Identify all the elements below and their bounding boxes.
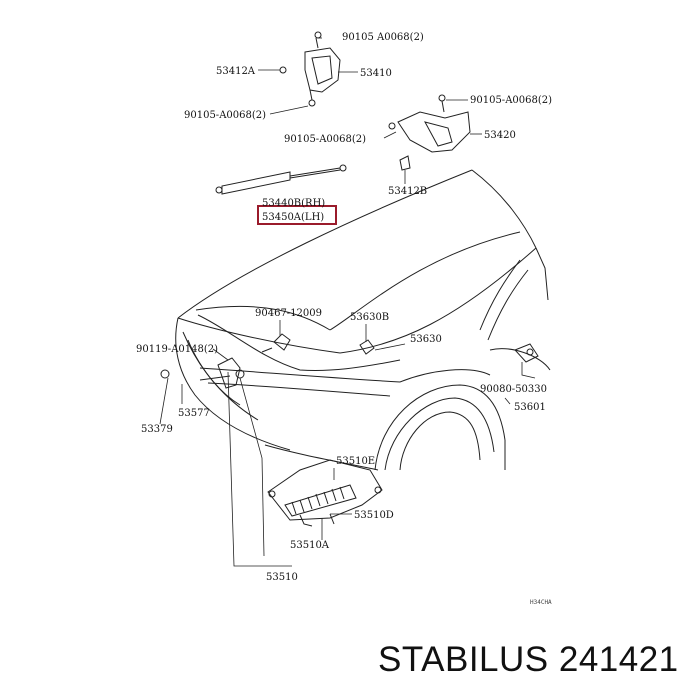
hood-release-cable-53510 — [227, 371, 292, 567]
label-53412b: 53412B — [388, 186, 427, 197]
leader-lines — [159, 37, 536, 540]
label-53410: 53410 — [360, 68, 392, 79]
label-90467-12009: 90467-12009 — [255, 308, 322, 319]
label-53420: 53420 — [484, 130, 516, 141]
hood-outline — [177, 169, 537, 372]
hood-small-parts — [160, 333, 539, 389]
brand-part-number: STABILUS 241421 — [378, 640, 679, 679]
label-53630b: 53630B — [350, 312, 389, 323]
label-53510: 53510 — [266, 572, 298, 583]
label-53440b-rh: 53440B(RH) — [262, 198, 325, 209]
car-body-outline — [175, 247, 551, 471]
label-53412a: 53412A — [216, 66, 256, 77]
label-53510a: 53510A — [290, 540, 330, 551]
label-90105-a0068-right: 90105-A0068(2) — [470, 95, 552, 106]
label-90105-a0068-mid: 90105-A0068(2) — [284, 134, 366, 145]
label-53577: 53577 — [178, 408, 210, 419]
label-90105-a0068-top: 90105 A0068(2) — [342, 32, 424, 43]
label-53601: 53601 — [514, 402, 546, 413]
label-90105-a0068-left: 90105-A0068(2) — [184, 110, 266, 121]
label-53510d: 53510D — [354, 510, 394, 521]
hood-gas-strut — [215, 164, 347, 195]
hood-hinge-rh-53420 — [388, 94, 471, 171]
label-53630: 53630 — [410, 334, 442, 345]
highlight-box-53450a — [257, 205, 337, 225]
hood-hinge-lh-53410 — [279, 31, 341, 107]
label-53450a-lh: 53450A(LH) — [262, 212, 324, 223]
label-53379: 53379 — [141, 424, 173, 435]
label-90080-50330: 90080-50330 — [480, 384, 547, 395]
label-53510e: 53510E — [336, 456, 375, 467]
drawing-code: H34CHA — [530, 599, 552, 606]
hood-lock-53510a — [267, 459, 383, 527]
label-90119-a0148: 90119-A0148(2) — [136, 344, 218, 355]
